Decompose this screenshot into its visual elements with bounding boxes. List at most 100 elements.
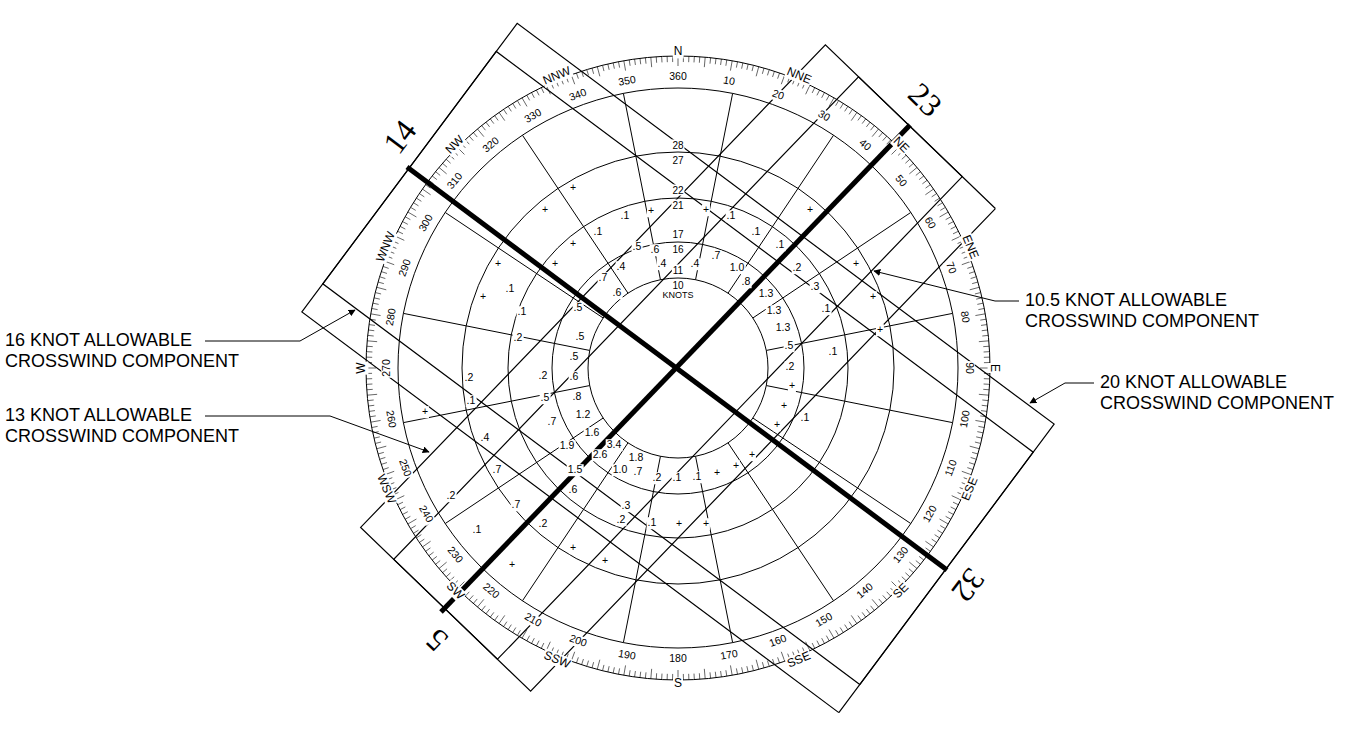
- degree-tick: [730, 665, 732, 675]
- degree-tick: [629, 670, 631, 676]
- wind-percentage: +: [569, 238, 577, 250]
- degree-tick: [984, 351, 990, 352]
- compass-direction: SE: [890, 580, 912, 602]
- compass-degree: 130: [890, 544, 911, 566]
- wind-percentage: .8: [572, 391, 583, 403]
- degree-tick: [940, 526, 945, 529]
- degree-tick: [694, 56, 695, 62]
- callout-note: 13 KNOT ALLOWABLE CROSSWIND COMPONENT: [5, 405, 255, 447]
- degree-tick: [756, 660, 759, 670]
- compass-direction: NNW: [540, 64, 573, 88]
- degree-tick: [817, 641, 820, 646]
- degree-tick: [439, 167, 447, 173]
- degree-tick: [916, 172, 921, 176]
- compass-degree: 250: [396, 456, 414, 478]
- wind-percentage: .2: [652, 472, 663, 484]
- degree-tick: [720, 671, 722, 677]
- crosswind-band: [323, 51, 1033, 684]
- compass-direction: SW: [442, 579, 466, 603]
- wind-percentage: .2: [792, 262, 803, 274]
- compass-degree: 200: [567, 633, 589, 651]
- degree-tick: [926, 185, 931, 189]
- wind-percentage: .5: [569, 351, 580, 363]
- degree-tick: [372, 308, 378, 309]
- compass-degree: 50: [892, 172, 910, 190]
- degree-tick: [946, 217, 951, 220]
- wind-percentage: .1: [751, 226, 762, 238]
- degree-tick: [752, 665, 753, 671]
- degree-tick: [366, 378, 372, 379]
- degree-tick: [369, 410, 375, 412]
- wind-percentage: 1.2: [575, 409, 592, 421]
- degree-tick: [608, 64, 609, 70]
- degree-tick: [380, 277, 386, 279]
- degree-tick: [872, 599, 878, 607]
- wind-percentage: .1: [466, 395, 477, 407]
- degree-tick: [778, 73, 780, 79]
- crosswind-band: [394, 77, 962, 659]
- degree-tick: [405, 217, 410, 220]
- compass-degree: 340: [567, 86, 589, 104]
- degree-tick: [909, 569, 914, 573]
- degree-tick: [432, 556, 437, 560]
- degree-tick: [932, 194, 937, 197]
- compass-direction: WNW: [374, 229, 399, 265]
- degree-tick: [378, 282, 384, 284]
- degree-tick: [970, 446, 980, 449]
- degree-tick: [747, 666, 748, 672]
- compass-direction: NNE: [784, 65, 814, 88]
- wind-percentage: .6: [568, 484, 579, 496]
- sector-line: [403, 386, 589, 423]
- wind-percentage: 1.3: [758, 288, 775, 300]
- degree-tick: [508, 625, 511, 630]
- degree-tick: [871, 126, 875, 131]
- degree-tick: [645, 672, 647, 678]
- wind-percentage: .1: [620, 210, 631, 222]
- compass-degree: 300: [416, 211, 436, 234]
- wind-percentage: .1: [775, 239, 786, 251]
- wind-percentage: +: [702, 518, 710, 530]
- degree-tick: [377, 446, 387, 449]
- degree-tick: [983, 346, 989, 347]
- wind-percentage: .1: [472, 524, 483, 536]
- wind-percentage: .7: [711, 250, 722, 262]
- wind-percentage: .7: [633, 466, 644, 478]
- compass-direction: SSW: [541, 648, 573, 671]
- degree-tick: [742, 667, 743, 673]
- wind-percentage: .5: [573, 302, 584, 314]
- wind-percentage: .1: [593, 226, 604, 238]
- degree-tick: [592, 662, 594, 668]
- speed-ring-label: 10: [671, 280, 684, 291]
- degree-tick: [532, 638, 535, 643]
- degree-tick: [375, 442, 381, 443]
- wind-percentage: .4: [690, 258, 701, 270]
- compass-degree: 240: [416, 502, 436, 525]
- wind-percentage: +: [541, 204, 549, 216]
- degree-tick: [862, 119, 866, 124]
- degree-tick: [971, 457, 977, 459]
- degree-tick: [413, 203, 418, 206]
- degree-tick: [826, 636, 829, 641]
- degree-tick: [513, 628, 516, 633]
- degree-tick: [486, 122, 490, 127]
- degree-tick: [482, 606, 486, 611]
- degree-tick: [879, 599, 883, 604]
- degree-tick: [845, 106, 848, 111]
- wind-percentage: .7: [511, 499, 522, 511]
- degree-tick: [667, 56, 668, 62]
- degree-tick: [972, 452, 978, 454]
- compass-degree: 260: [384, 408, 399, 429]
- wind-percentage: .1: [672, 472, 683, 484]
- compass-degree: 140: [854, 580, 876, 601]
- degree-tick: [482, 126, 486, 131]
- compass-direction: NE: [890, 133, 913, 156]
- speed-ring-label: KNOTS: [661, 291, 694, 301]
- speed-ring-label: 11: [672, 265, 684, 276]
- degree-tick: [536, 641, 539, 646]
- degree-tick: [416, 198, 421, 201]
- compass-degree: 100: [957, 408, 972, 429]
- degree-tick: [443, 569, 448, 573]
- degree-tick: [368, 335, 374, 337]
- degree-tick: [436, 561, 441, 565]
